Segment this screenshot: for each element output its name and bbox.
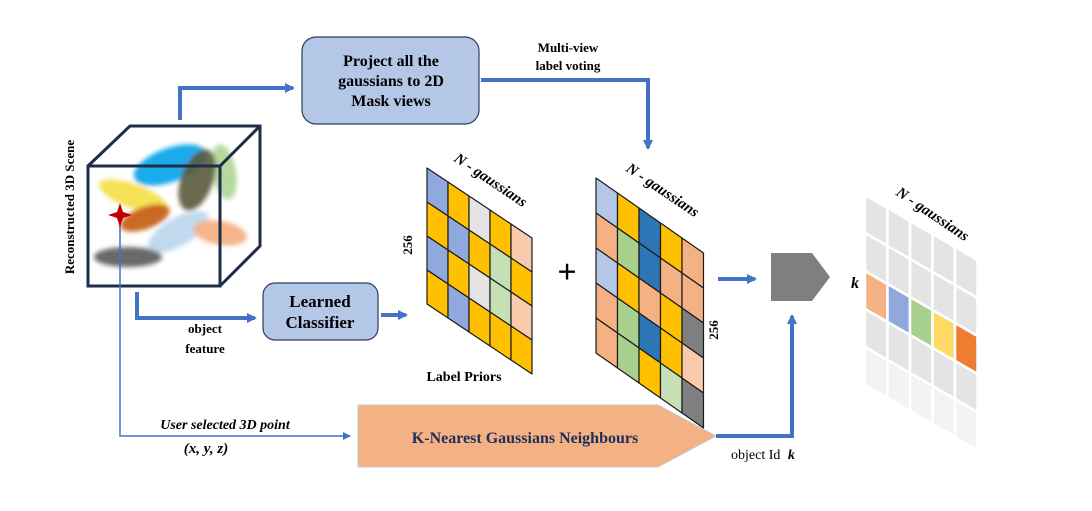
priors-side-label: 256 — [400, 235, 415, 255]
multiview-label-line-1: Multi-view — [538, 40, 599, 55]
object-id-k: k — [788, 448, 795, 463]
label-priors-matrix — [426, 167, 533, 375]
cube-edges — [86, 124, 262, 288]
priors-cell-r3-c4 — [510, 325, 533, 375]
object-id-label: object Id k — [731, 448, 795, 463]
scene-cube — [86, 124, 262, 288]
arrow-cube-to-project — [178, 83, 295, 120]
knn-label: K-Nearest Gaussians Neighbours — [412, 430, 638, 447]
object-feature-line-1: object — [188, 321, 223, 336]
project-box-line-3: Mask views — [351, 93, 431, 110]
classifier-line-1: Learned — [289, 292, 351, 311]
label-priors-caption: Label Priors — [426, 370, 502, 385]
output-k-label: k — [851, 275, 859, 292]
user-point-coords: (x, y, z) — [184, 441, 228, 457]
plus-icon: + — [557, 254, 576, 291]
knn-box: K-Nearest Gaussians Neighbours — [357, 404, 718, 468]
classifier-line-2: Classifier — [286, 313, 355, 332]
object-feature-line-2: feature — [185, 341, 225, 356]
arrows — [119, 78, 797, 440]
arrow-user-point-to-knn — [119, 215, 351, 440]
selected-point-star-icon — [108, 203, 132, 227]
classifier-box: Learned Classifier — [262, 282, 379, 341]
arrow-cube-to-classifier — [135, 292, 257, 323]
votes-side-label: 256 — [706, 320, 721, 340]
output-cell-r4-c4 — [953, 397, 979, 452]
project-box-line-1: Project all the — [343, 53, 439, 70]
multiview-label-line-2: label voting — [536, 58, 601, 73]
object-id-text: object Id — [731, 448, 780, 463]
gaussian-blobs — [94, 144, 247, 267]
vote-matrix — [595, 177, 705, 429]
selector-pentagon-icon — [771, 253, 830, 301]
arrow-knn-to-selector — [716, 314, 797, 438]
scene-title: Reconstructed 3D Scene — [62, 140, 77, 275]
arrow-project-to-votes — [481, 78, 653, 150]
user-point-label: User selected 3D point — [160, 418, 291, 433]
project-box: Project all the gaussians to 2D Mask vie… — [301, 36, 480, 125]
project-box-line-2: gaussians to 2D — [338, 73, 444, 90]
votes-cell-r4-c4 — [681, 377, 705, 429]
output-matrix — [863, 193, 979, 452]
